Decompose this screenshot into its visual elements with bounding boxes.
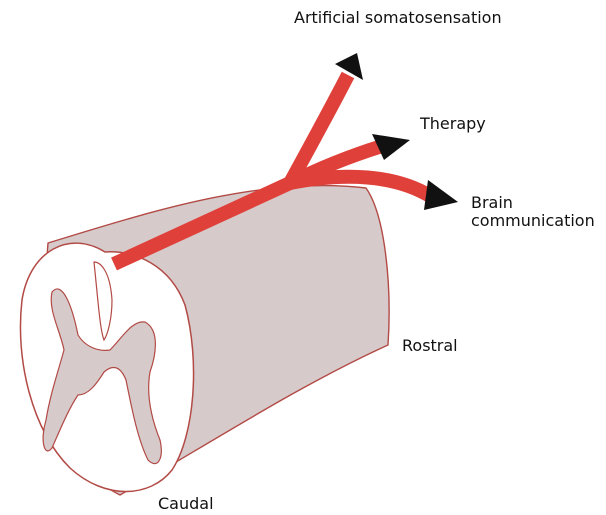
label-brain-communication: Brain communication (471, 194, 595, 231)
label-brain-line1: Brain (471, 194, 595, 212)
label-rostral: Rostral (402, 337, 458, 355)
label-brain-line2: communication (471, 212, 595, 230)
label-caudal: Caudal (158, 495, 214, 513)
label-therapy: Therapy (420, 115, 486, 133)
label-artificial-somatosensation: Artificial somatosensation (294, 9, 502, 27)
arrow-head-brain (424, 180, 458, 210)
